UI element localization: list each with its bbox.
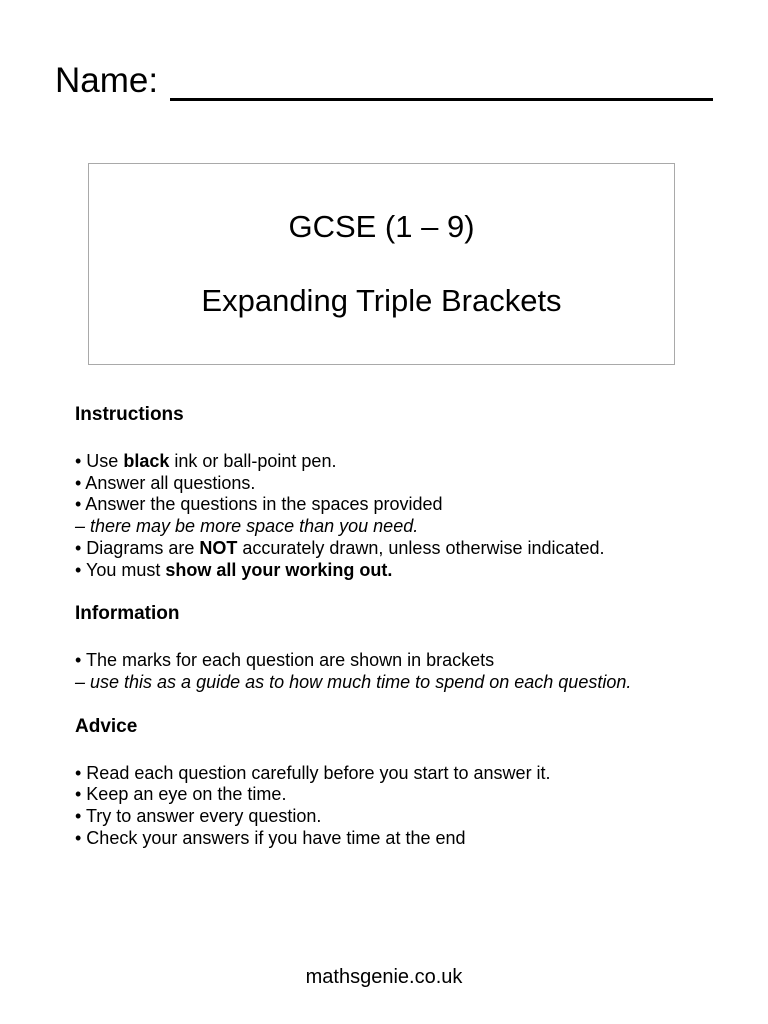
section-instructions: Instructions • Use black ink or ball-poin… <box>75 404 730 581</box>
name-label: Name: <box>55 61 159 100</box>
text-line: • The marks for each question are shown … <box>75 650 495 671</box>
text-line: • You must show all your working out. <box>75 559 393 580</box>
name-blank-line <box>170 63 713 102</box>
section-heading: Information <box>75 603 180 625</box>
name-row: Name: <box>55 60 713 102</box>
title-box: GCSE (1 – 9) Expanding Triple Brackets <box>88 163 675 365</box>
section-advice: Advice • Read each question carefully bef… <box>75 716 730 850</box>
exam-title: GCSE (1 – 9) <box>288 209 475 244</box>
text-line: • Answer all questions. <box>75 472 256 493</box>
text-line: • Check your answers if you have time at… <box>75 827 466 848</box>
text-line: – use this as a guide as to how much tim… <box>75 671 632 692</box>
text-line: • Use black ink or ball-point pen. <box>75 451 337 471</box>
text-line: • Read each question carefully before yo… <box>75 762 551 783</box>
text-line: • Diagrams are NOT accurately drawn, unl… <box>75 537 605 558</box>
section-information: Information • The marks for each question… <box>75 603 730 693</box>
text-line: – there may be more space than you need. <box>75 516 419 537</box>
text-line: • Try to answer every question. <box>75 806 322 827</box>
topic-title: Expanding Triple Brackets <box>201 283 562 318</box>
text-line: • Keep an eye on the time. <box>75 784 287 805</box>
footer-site-text: mathsgenie.co.uk <box>305 966 463 988</box>
section-heading: Advice <box>75 715 138 737</box>
text-line: • Answer the questions in the spaces pro… <box>75 494 443 515</box>
sections: Instructions • Use black ink or ball-poin… <box>75 404 730 871</box>
section-heading: Instructions <box>75 404 184 425</box>
